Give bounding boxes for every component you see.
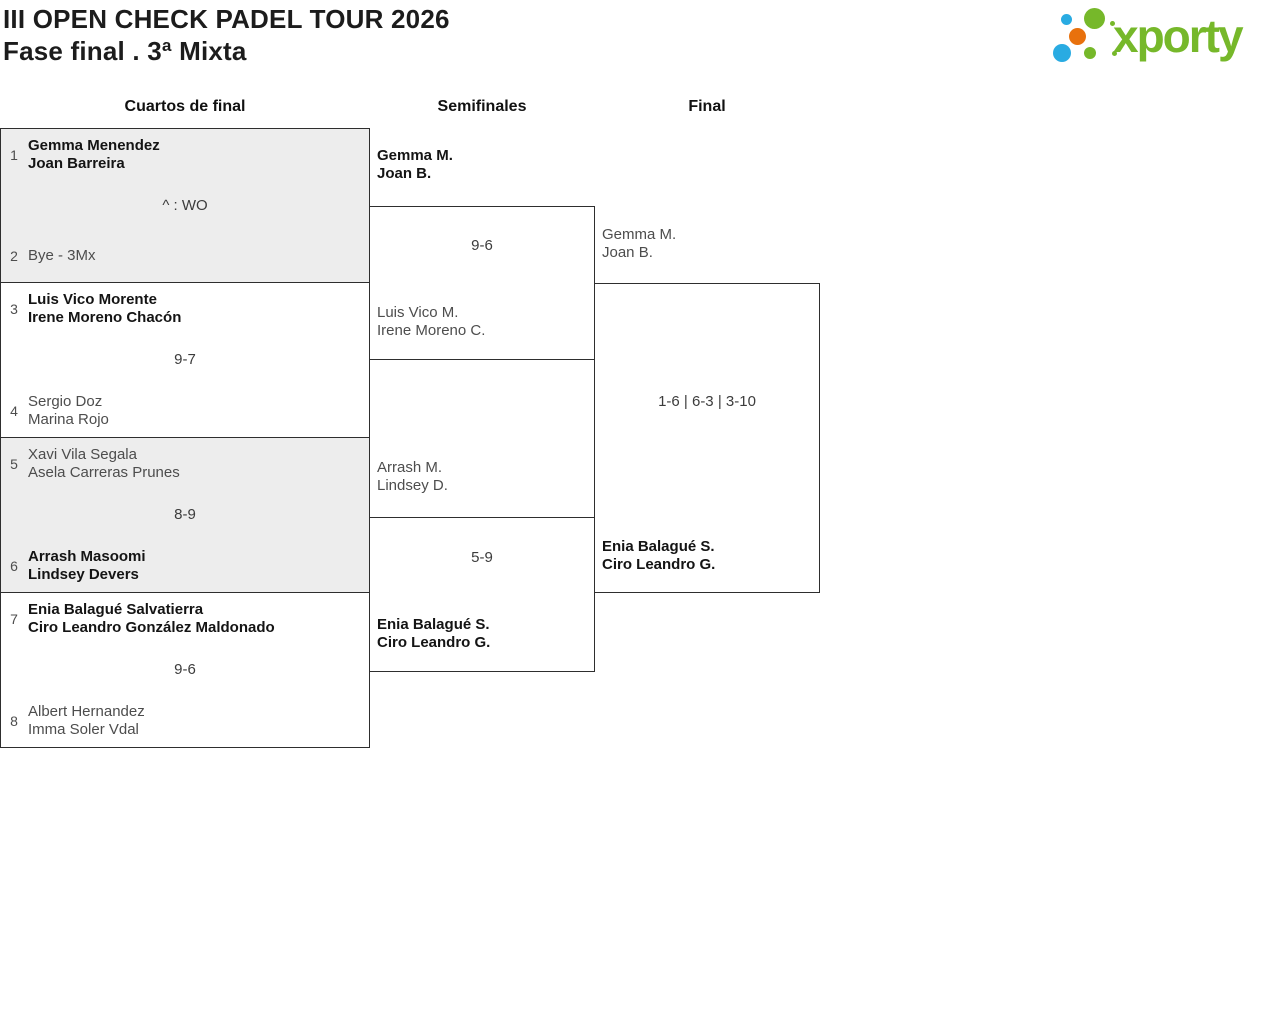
match-qf4[interactable]: 7 Enia Balagué Salvatierra Ciro Leandro … xyxy=(0,592,370,748)
round-header-semifinales: Semifinales xyxy=(437,98,527,115)
match-score: 9-6 xyxy=(471,237,493,254)
team-line-2: Ciro Leandro G. xyxy=(377,634,491,651)
team-line-1: Gemma M. xyxy=(602,226,677,243)
team-line-1: Sergio Doz xyxy=(28,393,103,410)
page-subtitle: Fase final . 3ª Mixta xyxy=(3,36,247,66)
match-sf1[interactable]: 9-6 xyxy=(369,206,595,360)
team-line-1: Xavi Vila Segala xyxy=(28,446,137,463)
seed-number: 6 xyxy=(10,558,18,574)
match-final[interactable]: 1-6 | 6-3 | 3-10 xyxy=(594,283,820,593)
team-line-2: Ciro Leandro González Maldonado xyxy=(28,619,275,636)
team-line-2: Irene Moreno C. xyxy=(377,322,486,339)
team-pair-bottom: Bye - 3Mx xyxy=(28,247,96,265)
team-pair-bottom: Sergio Doz Marina Rojo xyxy=(28,393,109,429)
match-score: 9-7 xyxy=(174,351,196,368)
match-sf2[interactable]: 5-9 xyxy=(369,517,595,672)
team-line-2: Joan Barreira xyxy=(28,155,125,172)
team-line-2: Lindsey Devers xyxy=(28,566,139,583)
sf2-team-bottom: Enia Balagué S. Ciro Leandro G. xyxy=(377,616,490,652)
seed-number: 3 xyxy=(10,301,18,317)
logo-dot-green-tiny-bottom xyxy=(1112,51,1117,56)
team-line-1: Enia Balagué S. xyxy=(377,616,490,633)
team-line-1: Luis Vico Morente xyxy=(28,291,157,308)
logo-dot-blue-medium xyxy=(1053,44,1071,62)
page-title: III OPEN CHECK PADEL TOUR 2026 xyxy=(3,4,450,34)
team-line-2: Irene Moreno Chacón xyxy=(28,309,182,326)
round-header-final: Final xyxy=(688,98,726,115)
team-line-2: Ciro Leandro G. xyxy=(602,556,716,573)
team-line-2: Imma Soler Vdal xyxy=(28,721,139,738)
team-line-1: Enia Balagué Salvatierra xyxy=(28,601,204,618)
team-line-1: Arrash M. xyxy=(377,459,443,476)
sf1-team-bottom: Luis Vico M. Irene Moreno C. xyxy=(377,304,485,340)
seed-number: 1 xyxy=(10,147,18,163)
seed-number: 8 xyxy=(10,713,18,729)
logo-wordmark: xporty xyxy=(1113,10,1244,62)
match-qf1[interactable]: 1 Gemma Menendez Joan Barreira ^ : WO 2 … xyxy=(0,128,370,283)
match-score: 8-9 xyxy=(174,506,196,523)
logo-dot-green-tiny-top xyxy=(1110,21,1115,26)
logo-dot-orange xyxy=(1069,28,1086,45)
logo-dot-green-large xyxy=(1084,8,1105,29)
seed-number: 4 xyxy=(10,403,18,419)
team-line-1: Albert Hernandez xyxy=(28,703,145,720)
team-line-1: Enia Balagué S. xyxy=(602,538,715,555)
match-score: ^ : WO xyxy=(162,197,208,214)
logo-dot-blue-small xyxy=(1061,14,1072,25)
team-line-1: Gemma M. xyxy=(377,147,453,164)
match-score: 1-6 | 6-3 | 3-10 xyxy=(658,393,756,410)
match-score: 9-6 xyxy=(174,661,196,678)
team-pair-bottom: Albert Hernandez Imma Soler Vdal xyxy=(28,703,145,739)
team-pair-top: Enia Balagué Salvatierra Ciro Leandro Go… xyxy=(28,601,275,637)
team-line-2: Joan B. xyxy=(377,165,432,182)
team-line-2: Asela Carreras Prunes xyxy=(28,464,180,481)
team-line-1: Bye - 3Mx xyxy=(28,247,96,264)
sf1-team-top: Gemma M. Joan B. xyxy=(377,147,453,183)
logo-dot-green-small xyxy=(1084,47,1096,59)
match-qf3[interactable]: 5 Xavi Vila Segala Asela Carreras Prunes… xyxy=(0,437,370,593)
team-line-1: Luis Vico M. xyxy=(377,304,459,321)
team-line-1: Gemma Menendez xyxy=(28,137,160,154)
team-line-2: Lindsey D. xyxy=(377,477,448,494)
team-line-1: Arrash Masoomi xyxy=(28,548,146,565)
team-pair-top: Gemma Menendez Joan Barreira xyxy=(28,137,160,173)
seed-number: 5 xyxy=(10,456,18,472)
seed-number: 7 xyxy=(10,611,18,627)
team-line-2: Marina Rojo xyxy=(28,411,109,428)
team-pair-top: Luis Vico Morente Irene Moreno Chacón xyxy=(28,291,181,327)
sf2-team-top: Arrash M. Lindsey D. xyxy=(377,459,448,495)
match-score: 5-9 xyxy=(471,549,493,566)
team-line-2: Joan B. xyxy=(602,244,653,261)
team-pair-bottom: Arrash Masoomi Lindsey Devers xyxy=(28,548,146,584)
xporty-logo[interactable]: xporty xyxy=(1046,0,1278,76)
team-pair-top: Xavi Vila Segala Asela Carreras Prunes xyxy=(28,446,180,482)
seed-number: 2 xyxy=(10,248,18,264)
match-qf2[interactable]: 3 Luis Vico Morente Irene Moreno Chacón … xyxy=(0,282,370,438)
final-team-bottom: Enia Balagué S. Ciro Leandro G. xyxy=(602,538,715,574)
round-header-cuartos: Cuartos de final xyxy=(124,98,246,115)
final-team-top: Gemma M. Joan B. xyxy=(602,226,676,262)
